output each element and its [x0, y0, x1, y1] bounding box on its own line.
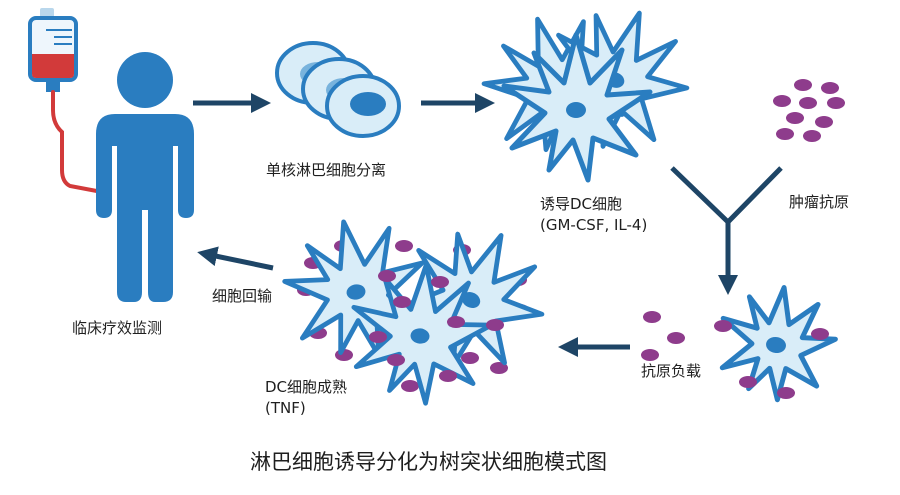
label-cell-reinfusion: 细胞回输 — [212, 287, 273, 305]
label-tumor-antigen: 肿瘤抗原 — [789, 193, 850, 211]
dendritic-cell-icon — [641, 280, 842, 407]
dendritic-cell-icon — [471, 0, 705, 180]
iv-bag-icon — [28, 8, 104, 194]
label-clinical-monitoring: 临床疗效监测 — [72, 319, 163, 337]
label-pbmc-separation: 单核淋巴细胞分离 — [266, 161, 387, 179]
label-dc-induction-factors: (GM-CSF, IL-4) — [540, 216, 648, 234]
label-dc-maturation-factor: (TNF) — [265, 399, 306, 417]
monocyte-cells-icon — [275, 41, 401, 138]
arrow-icon — [193, 93, 783, 357]
label-dc-induction: 诱导DC细胞 — [540, 195, 623, 213]
label-antigen-loading: 抗原负载 — [641, 362, 702, 380]
antigen-particles-icon — [773, 79, 845, 142]
diagram-caption: 淋巴细胞诱导分化为树突状细胞模式图 — [250, 450, 607, 474]
patient-icon — [96, 52, 194, 302]
label-dc-maturation: DC细胞成熟 — [265, 378, 348, 396]
